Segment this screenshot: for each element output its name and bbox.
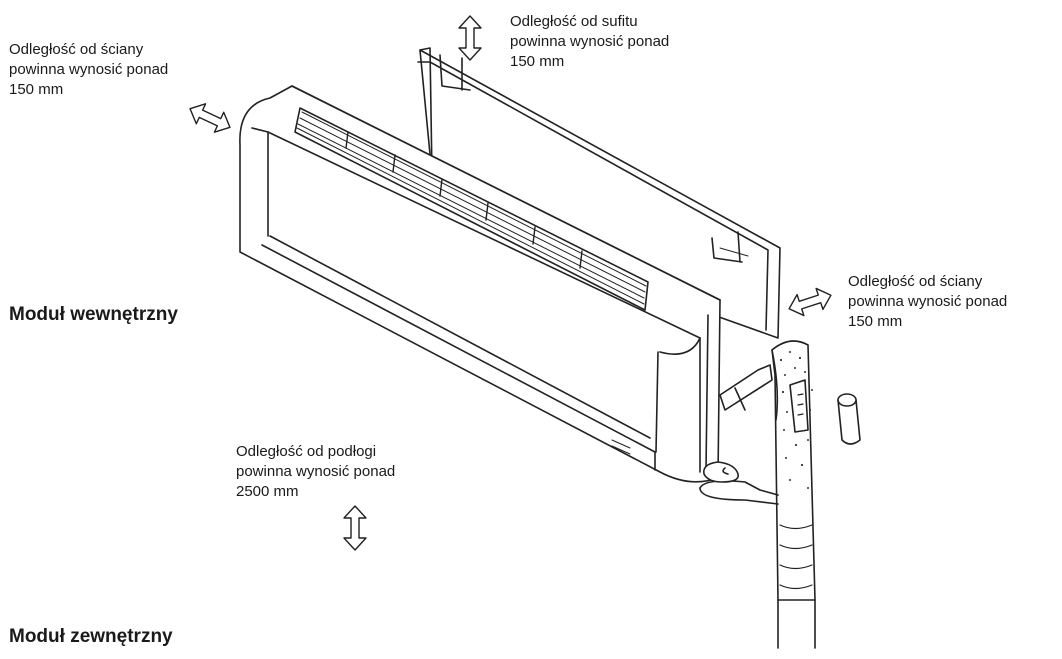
note-line: Odległość od ściany [848,273,983,290]
note-line: Odległość od sufitu [510,13,638,30]
indoor-unit-body [239,85,721,483]
note-line: 150 mm [848,313,903,330]
note-line: powinna wynosić ponad [510,33,670,50]
pipe-sleeve [837,393,861,445]
refrigerant-piping [699,340,816,649]
double-arrow-icon [788,287,832,317]
double-arrow-icon [189,103,231,133]
note-line: 2500 mm [236,483,299,500]
floor-clearance-note: Odległość od podłogi powinna wynosić pon… [236,442,395,502]
ceiling-clearance-note: Odległość od sufitu powinna wynosić pona… [510,12,669,72]
double-arrow-icon [343,505,367,551]
double-arrow-icon [458,15,482,61]
note-line: powinna wynosić ponad [848,293,1008,310]
note-line: 150 mm [9,81,64,98]
indoor-unit-label: Moduł wewnętrzny [9,304,178,325]
wall-clearance-note-left: Odległość od ściany powinna wynosić pona… [9,40,168,100]
wall-clearance-note-right: Odległość od ściany powinna wynosić pona… [848,272,1007,332]
outdoor-unit-label: Moduł zewnętrzny [9,626,173,647]
note-line: 150 mm [510,53,565,70]
note-line: powinna wynosić ponad [236,463,396,480]
note-line: Odległość od podłogi [236,443,377,460]
note-line: powinna wynosić ponad [9,61,169,78]
note-line: Odległość od ściany [9,41,144,58]
insulation-texture [779,351,813,489]
